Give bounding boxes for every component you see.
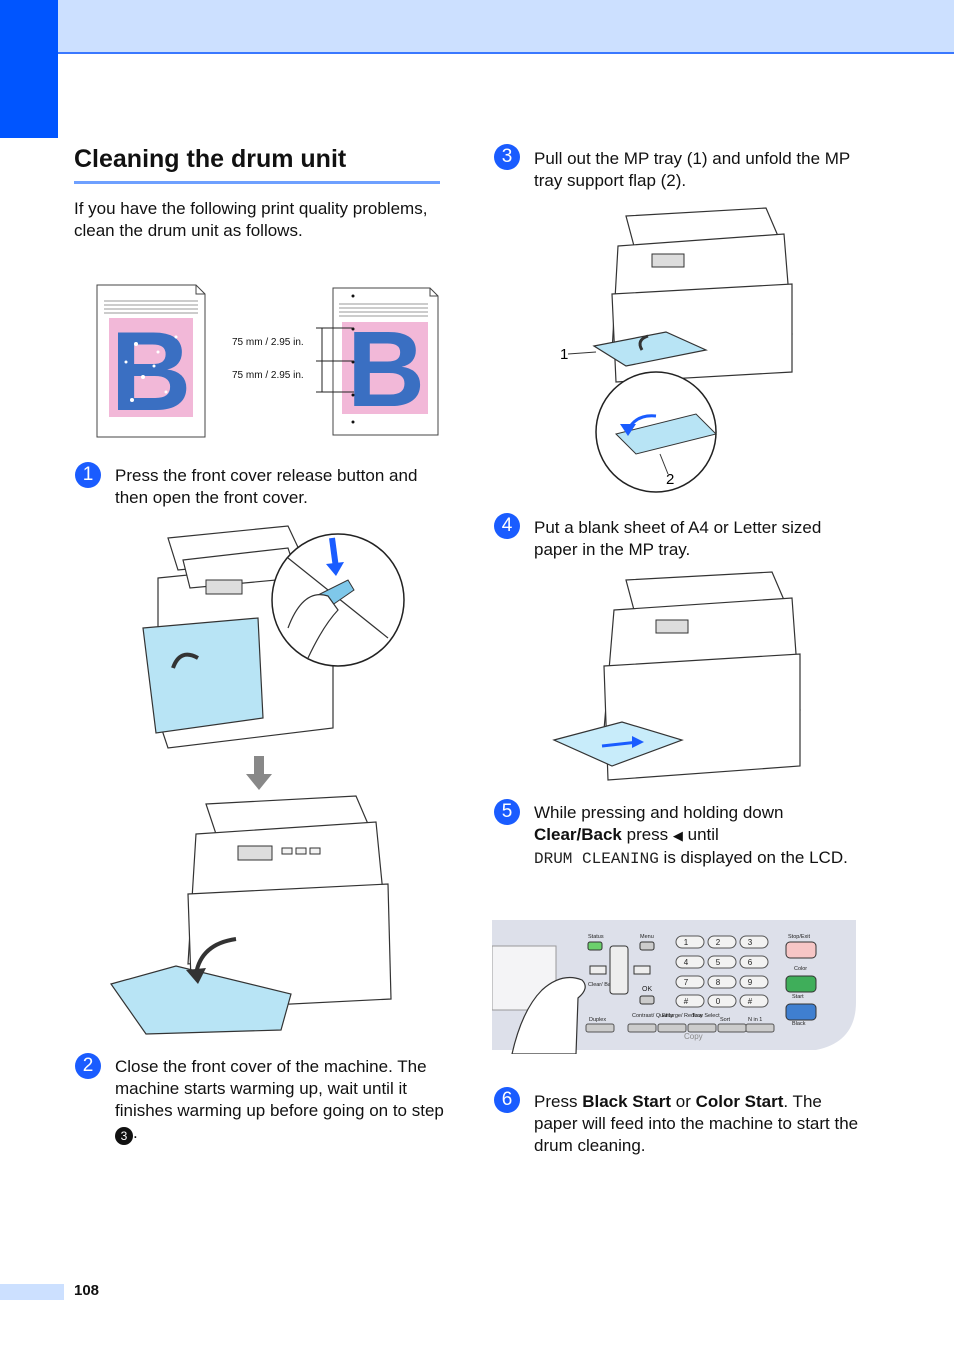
svg-text:4: 4 xyxy=(684,958,689,967)
svg-text:Duplex: Duplex xyxy=(589,1017,606,1023)
open-front-cover-blue xyxy=(110,965,292,1035)
black-start-label: Black Start xyxy=(582,1092,672,1111)
step-number-1: 1 xyxy=(75,462,101,488)
step-6-text: Press Black Start or Color Start. The pa… xyxy=(534,1092,859,1155)
ok-key xyxy=(639,995,655,1005)
nav-keys xyxy=(609,945,629,995)
clear-back-key: Clear/Back xyxy=(534,825,622,844)
svg-text:5: 5 xyxy=(716,958,721,967)
svg-text:8: 8 xyxy=(716,978,721,987)
step-number-2: 2 xyxy=(75,1053,101,1079)
step-number-4: 4 xyxy=(494,513,520,539)
step-number-5: 5 xyxy=(494,799,520,825)
svg-text:Contrast/ Quality: Contrast/ Quality xyxy=(632,1013,673,1019)
sample-pink-block-left xyxy=(109,318,193,417)
section-title: Cleaning the drum unit xyxy=(74,145,347,173)
sample-pink-block-right xyxy=(342,322,428,414)
status-led xyxy=(587,941,603,951)
mp-tray-blue xyxy=(592,331,708,367)
color-start-key xyxy=(785,975,817,993)
svg-text:Status: Status xyxy=(588,934,604,940)
callout-2: 2 xyxy=(666,471,674,488)
menu-key xyxy=(639,941,655,951)
mp-tray-illustration: 1 2 xyxy=(560,207,793,493)
measure-label-2: 75 mm / 2.95 in. xyxy=(232,370,304,381)
svg-text:Start: Start xyxy=(792,994,804,1000)
step-1-text: Press the front cover release button and… xyxy=(115,466,418,507)
svg-text:1: 1 xyxy=(684,938,689,947)
svg-text:#: # xyxy=(748,997,753,1006)
svg-text:9: 9 xyxy=(748,978,753,987)
step-3-text: Pull out the MP tray (1) and unfold the … xyxy=(534,149,850,190)
svg-text:0: 0 xyxy=(716,997,721,1006)
press-arrow xyxy=(326,562,344,576)
svg-text:Clear/ Back: Clear/ Back xyxy=(588,982,617,988)
step-number-6: 6 xyxy=(494,1087,520,1113)
chapter-tab xyxy=(0,0,58,138)
printer-lcd xyxy=(205,579,243,595)
svg-text:Enlarge/ Reduce: Enlarge/ Reduce xyxy=(662,1013,703,1019)
svg-text:2: 2 xyxy=(716,938,721,947)
black-start-key xyxy=(785,1003,817,1021)
control-panel-illustration: Status Menu Stop/Exit Color Start Black … xyxy=(492,920,856,1054)
measure-label-1: 75 mm / 2.95 in. xyxy=(232,337,304,348)
stop-exit-key xyxy=(785,941,817,959)
header-band xyxy=(0,0,954,54)
intro-text: If you have the following print quality … xyxy=(74,199,428,240)
lcd-message: DRUM CLEANING xyxy=(534,850,659,868)
svg-text:Sort: Sort xyxy=(720,1017,731,1023)
svg-text:Copy: Copy xyxy=(684,1032,703,1041)
svg-text:#: # xyxy=(684,997,689,1006)
svg-text:OK: OK xyxy=(642,986,652,993)
step-2-text: Close the front cover of the machine. Th… xyxy=(115,1057,444,1145)
printer-open-cover-illustration xyxy=(142,525,405,749)
svg-text:N in 1: N in 1 xyxy=(748,1017,762,1023)
hand xyxy=(287,594,339,659)
printer-drawer-illustration xyxy=(110,795,392,1035)
svg-text:Black: Black xyxy=(792,1021,806,1027)
print-sample-figure: B B 75 mm / 2.95 in. 75 mm / 2.95 in. xyxy=(96,284,439,438)
svg-text:Stop/Exit: Stop/Exit xyxy=(788,934,810,940)
page-number: 108 xyxy=(74,1282,100,1299)
left-arrow-icon: ◀ xyxy=(672,828,683,843)
open-arrow xyxy=(171,652,199,669)
panel-body xyxy=(492,920,856,1050)
svg-text:Menu: Menu xyxy=(640,934,654,940)
down-arrow xyxy=(246,756,272,790)
front-cover-blue xyxy=(142,617,264,734)
step-ref-3: 3 xyxy=(115,1127,133,1145)
step-number-3: 3 xyxy=(494,144,520,170)
step-4-text: Put a blank sheet of A4 or Letter sized … xyxy=(534,518,822,559)
callout-1: 1 xyxy=(560,346,568,363)
svg-text:6: 6 xyxy=(748,958,753,967)
page-number-bar xyxy=(0,1284,64,1300)
paper-in-tray-illustration xyxy=(552,571,801,781)
sample-letter-right: B xyxy=(347,308,425,429)
svg-text:Tray Select: Tray Select xyxy=(692,1013,720,1019)
color-start-label: Color Start xyxy=(695,1092,784,1111)
svg-text:3: 3 xyxy=(748,938,753,947)
title-underline xyxy=(74,181,440,184)
dial-pad: 1 2 3 4 5 6 7 8 9 #0 # xyxy=(684,938,753,1006)
step-5-text: While pressing and holding down Clear/Ba… xyxy=(534,803,848,868)
unfold-arrow xyxy=(620,424,636,436)
sample-letter-left: B xyxy=(111,309,192,434)
hand-pressing xyxy=(511,977,586,1054)
svg-text:Color: Color xyxy=(794,966,807,972)
svg-text:7: 7 xyxy=(684,978,689,987)
